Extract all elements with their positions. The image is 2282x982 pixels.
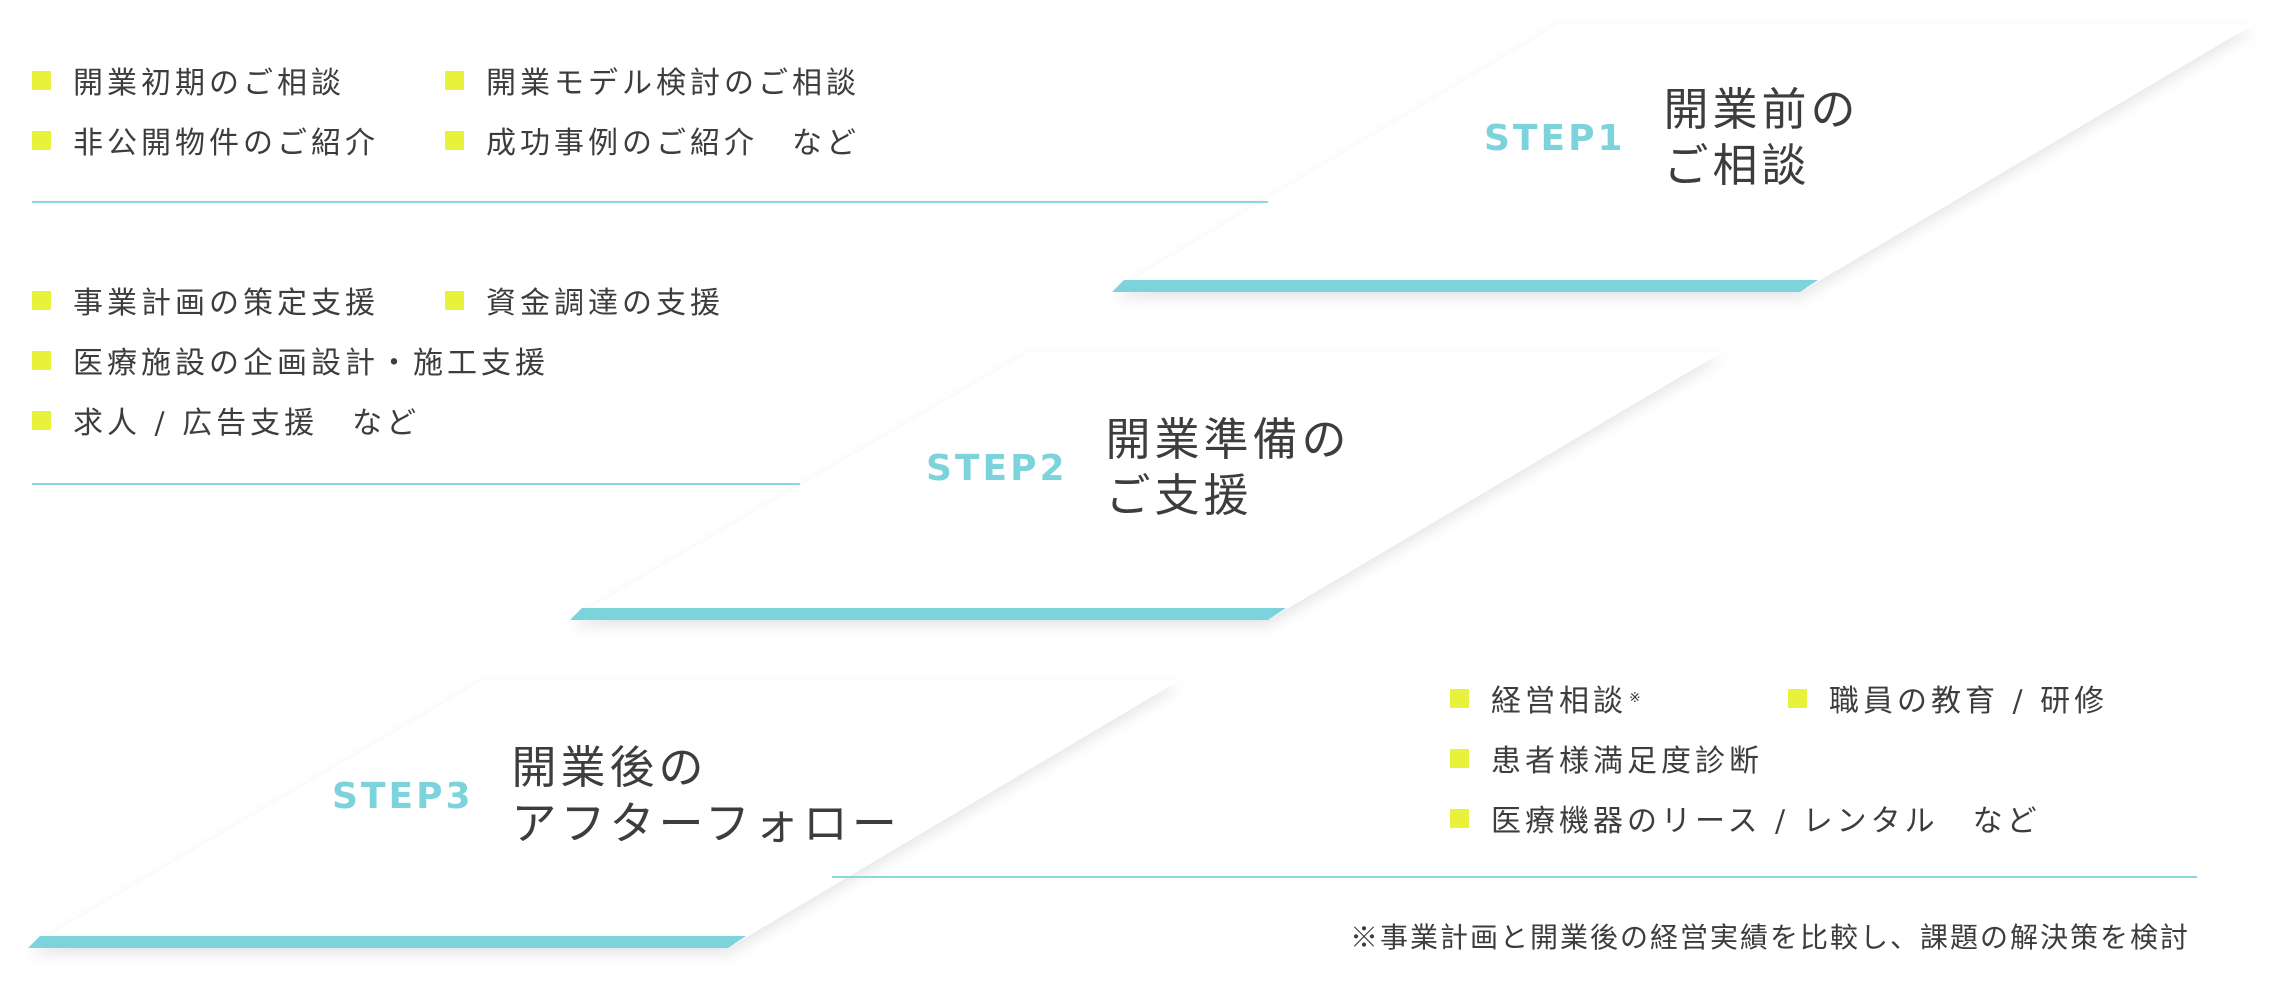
list-row: 事業計画の策定支援 資金調達の支援 xyxy=(32,270,724,330)
list-row: 開業初期のご相談 開業モデル検討のご相談 xyxy=(32,50,860,110)
list-item: 経営相談※ xyxy=(1450,676,1788,720)
step3-tag: STEP3 xyxy=(332,775,474,817)
list-item: 医療施設の企画設計・施工支援 xyxy=(32,338,549,382)
footnote-text: ※事業計画と開業後の経営実績を比較し、課題の解決策を検討 xyxy=(1349,921,2190,954)
bullet-icon xyxy=(445,290,464,310)
bullet-icon xyxy=(1450,688,1469,708)
step3-title-line1: 開業後の xyxy=(511,741,708,794)
step2-title: 開業準備の ご支援 xyxy=(1106,412,1351,524)
step3-services: 経営相談※ 職員の教育 / 研修 患者様満足度診断 医療機器のリース / レンタ… xyxy=(1450,668,2108,848)
bullet-icon xyxy=(445,130,464,150)
step2-label: STEP2 開業準備の ご支援 xyxy=(926,412,1351,524)
list-row: 経営相談※ 職員の教育 / 研修 xyxy=(1450,668,2108,728)
list-item: 開業初期のご相談 xyxy=(32,58,445,102)
list-item: 患者様満足度診断 xyxy=(1450,736,1763,780)
bullet-icon xyxy=(32,290,51,310)
step2-tag: STEP2 xyxy=(926,447,1068,489)
bullet-icon xyxy=(32,130,51,150)
bullet-icon xyxy=(32,350,51,370)
list-row: 非公開物件のご紹介 成功事例のご紹介 など xyxy=(32,110,860,170)
step1-shape xyxy=(1112,24,2254,292)
list-item: 成功事例のご紹介 など xyxy=(445,118,860,162)
list-item: 資金調達の支援 xyxy=(445,278,724,322)
footnote-mark: ※ xyxy=(1629,690,1641,706)
list-item: 医療機器のリース / レンタル など xyxy=(1450,796,2041,840)
bullet-icon xyxy=(32,70,51,90)
bullet-icon xyxy=(1788,688,1807,708)
step2-services: 事業計画の策定支援 資金調達の支援 医療施設の企画設計・施工支援 求人 / 広告… xyxy=(32,270,724,450)
step1-title-line2: ご相談 xyxy=(1663,139,1811,192)
list-item: 事業計画の策定支援 xyxy=(32,278,445,322)
list-item: 職員の教育 / 研修 xyxy=(1788,676,2108,720)
step3-shape xyxy=(28,680,1180,948)
bullet-icon xyxy=(445,70,464,90)
step2-shape xyxy=(570,352,1722,620)
step1-services: 開業初期のご相談 開業モデル検討のご相談 非公開物件のご紹介 成功事例のご紹介 … xyxy=(32,50,860,170)
step1-label: STEP1 開業前の ご相談 xyxy=(1484,82,1860,194)
bullet-icon xyxy=(1450,748,1469,768)
step3-label: STEP3 開業後の アフターフォロー xyxy=(332,740,901,852)
list-row: 医療施設の企画設計・施工支援 xyxy=(32,330,724,390)
step2-title-line2: ご支援 xyxy=(1105,469,1253,522)
step1-title: 開業前の ご相談 xyxy=(1664,82,1860,194)
list-item: 求人 / 広告支援 など xyxy=(32,398,420,442)
step2-divider xyxy=(32,483,800,485)
list-row: 求人 / 広告支援 など xyxy=(32,390,724,450)
list-row: 医療機器のリース / レンタル など xyxy=(1450,788,2108,848)
bullet-icon xyxy=(32,410,51,430)
step2-title-line1: 開業準備の xyxy=(1105,413,1351,466)
step3-divider xyxy=(832,876,2197,878)
bullet-icon xyxy=(1450,808,1469,828)
step1-title-line1: 開業前の xyxy=(1663,83,1860,136)
step1-tag: STEP1 xyxy=(1484,117,1626,159)
list-row: 患者様満足度診断 xyxy=(1450,728,2108,788)
list-item: 非公開物件のご紹介 xyxy=(32,118,445,162)
step3-title-line2: アフターフォロー xyxy=(511,797,901,850)
step3-title: 開業後の アフターフォロー xyxy=(512,740,901,852)
list-item: 開業モデル検討のご相談 xyxy=(445,58,860,102)
step1-divider xyxy=(32,201,1268,203)
